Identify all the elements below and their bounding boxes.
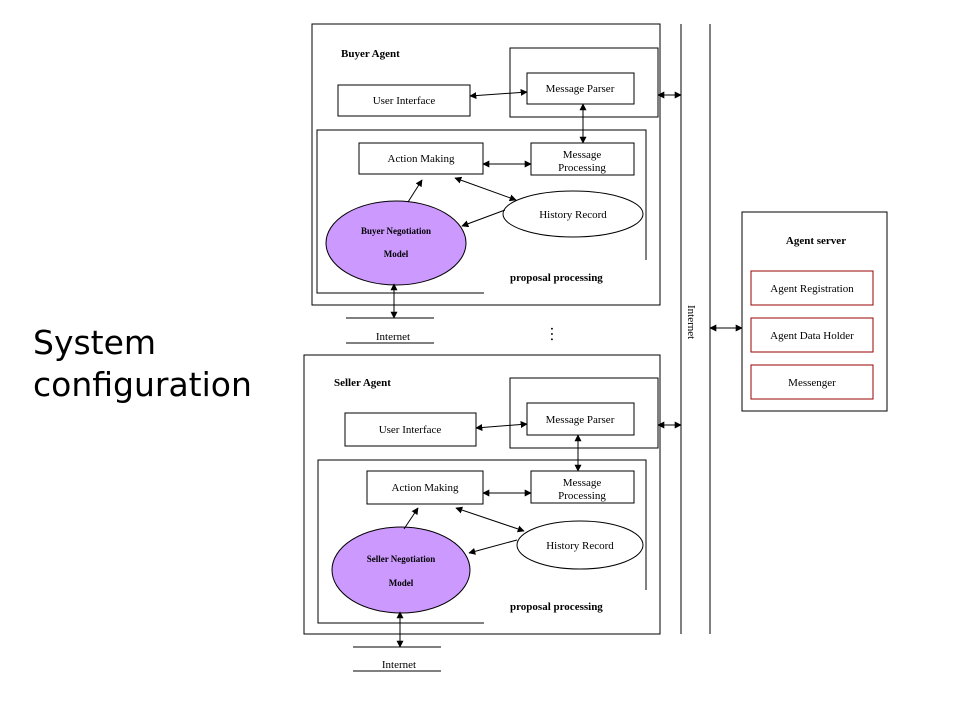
buyer-proposal-processing-label: proposal processing — [510, 272, 603, 284]
seller-action-history-arrow — [455, 506, 525, 533]
seller-action-making-box — [366, 470, 484, 505]
buyer-message-parser-label: Message Parser — [546, 83, 615, 95]
seller-agent-group: Seller Agent Message Parser User Interfa… — [303, 354, 682, 672]
agent-data-holder-box — [750, 317, 874, 353]
buyer-message-processing-label-1: Message — [563, 149, 602, 161]
seller-proposal-processing-label: proposal processing — [510, 601, 603, 613]
slide-title: System configuration — [33, 323, 252, 404]
seller-message-processing-box — [530, 470, 635, 504]
buyer-negotiation-model-label-1: Buyer Negotiation — [361, 226, 431, 236]
seller-message-parser-label: Message Parser — [546, 414, 615, 426]
buyer-internet-label: Internet — [376, 331, 410, 343]
seller-negotiation-model-ellipse — [331, 526, 471, 614]
seller-action-making-label: Action Making — [392, 482, 459, 494]
buyer-agent-title: Buyer Agent — [341, 48, 400, 60]
messenger-box — [750, 364, 874, 400]
seller-user-interface-box — [344, 412, 477, 447]
seller-ui-parser-arrow — [475, 421, 528, 431]
seller-message-processing-label-1: Message — [563, 477, 602, 489]
buyer-action-history-arrow — [454, 176, 517, 202]
buyer-history-record-ellipse — [502, 190, 644, 238]
buyer-ui-parser-arrow — [469, 88, 528, 100]
agent-registration-label: Agent Registration — [770, 283, 854, 295]
seller-history-model-arrow — [468, 539, 518, 555]
buyer-message-parser-box — [526, 72, 635, 105]
buyer-proposal-frame — [316, 129, 647, 294]
buyer-message-processing-box — [530, 142, 635, 176]
buyer-message-processing-label-2: Processing — [558, 162, 606, 174]
buyer-user-interface-box — [337, 84, 471, 117]
buyer-model-action-arrow — [407, 179, 423, 203]
buyer-agent-group: Buyer Agent Message Parser User Interfac… — [311, 23, 682, 344]
buyer-negotiation-model-ellipse — [325, 200, 467, 286]
seller-history-record-ellipse — [516, 520, 644, 570]
agent-registration-box — [750, 270, 874, 306]
agent-server-group: Agent server Agent Registration Agent Da… — [741, 211, 888, 412]
buyer-action-making-box — [358, 142, 484, 175]
internet-bus-label: Internet — [685, 305, 697, 339]
buyer-history-record-label: History Record — [539, 209, 607, 221]
buyer-negotiation-model-label-2: Model — [384, 249, 409, 259]
messenger-label: Messenger — [788, 377, 836, 389]
internet-bus-label-bg — [683, 300, 708, 358]
internet-bus-group: Internet — [680, 24, 743, 634]
buyer-history-model-arrow — [461, 209, 506, 228]
seller-negotiation-model-label-2: Model — [389, 578, 414, 588]
agents-ellipsis: … — [547, 326, 564, 342]
buyer-user-interface-label: User Interface — [373, 95, 436, 107]
seller-model-action-arrow — [403, 507, 419, 530]
seller-internet-label: Internet — [382, 659, 416, 671]
seller-message-parser-box — [526, 402, 635, 436]
seller-agent-title: Seller Agent — [334, 377, 391, 389]
agent-data-holder-label: Agent Data Holder — [770, 330, 854, 342]
seller-history-record-label: History Record — [546, 540, 614, 552]
seller-negotiation-model-label-1: Seller Negotiation — [367, 554, 436, 564]
agent-server-title: Agent server — [786, 235, 846, 247]
seller-user-interface-label: User Interface — [379, 424, 442, 436]
buyer-action-making-label: Action Making — [388, 153, 455, 165]
seller-message-processing-label-2: Processing — [558, 490, 606, 502]
seller-proposal-frame — [317, 459, 647, 624]
